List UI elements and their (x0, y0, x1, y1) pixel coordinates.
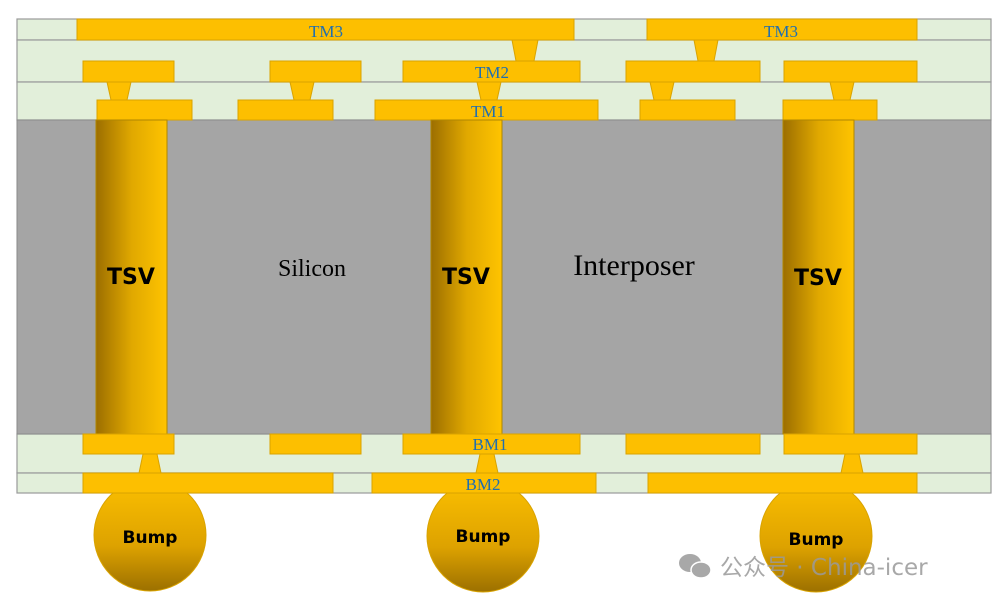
tm2-tm1-via (476, 81, 502, 101)
watermark: 公众号 · China-icer (679, 554, 928, 581)
bm2-pad (647, 472, 918, 494)
tm3-tm2-via (693, 39, 719, 62)
tm1-pad (237, 99, 334, 121)
bm1-pad (783, 433, 918, 455)
tsv-label: TSV (442, 265, 490, 290)
bm2-pad (371, 472, 597, 494)
bm1-pad (82, 433, 175, 455)
tm2-pad (269, 60, 362, 83)
tsv-pillar (782, 119, 855, 435)
bm1-bm2-via (138, 453, 162, 474)
wechat-icon (679, 554, 712, 579)
metal-layers (76, 18, 918, 593)
tm2-tm1-via (106, 81, 132, 101)
bm1-label: BM1 (473, 435, 508, 454)
bm2-pad (82, 472, 334, 494)
tm2-pad (82, 60, 175, 83)
tm2-pad (625, 60, 761, 83)
tm3-label: TM3 (764, 22, 798, 41)
tsv-label: TSV (794, 266, 842, 291)
watermark-text: 公众号 · China-icer (720, 555, 928, 581)
tm1-pad (639, 99, 736, 121)
tsv-pillar (95, 119, 168, 435)
bm1-pad (625, 433, 761, 455)
bm2-label: BM2 (466, 475, 501, 494)
tsv-label: TSV (107, 265, 155, 290)
silicon-label: Silicon (278, 256, 346, 282)
labels: TM3 TM3 TM2 TM1 BM1 BM2 TSV TSV TSV Sili… (107, 22, 843, 550)
tm2-pad (783, 60, 918, 83)
bump-label: Bump (123, 528, 178, 548)
tm3-tm2-via (511, 39, 539, 62)
bm1-pad (269, 433, 362, 455)
bump-label: Bump (789, 530, 844, 550)
bm1-bm2-via (475, 453, 499, 474)
tm3-trace (76, 18, 575, 41)
tm2-tm1-via (649, 81, 675, 101)
tm2-label: TM2 (475, 63, 509, 82)
tm2-tm1-via (829, 81, 855, 101)
tm1-pad (782, 99, 878, 121)
bump-label: Bump (456, 527, 511, 547)
tsv-pillar (430, 119, 503, 435)
tm1-label: TM1 (471, 102, 505, 121)
interposer-label: Interposer (573, 249, 695, 282)
tm1-pad (96, 99, 193, 121)
tm3-trace (646, 18, 918, 41)
tm2-tm1-via (289, 81, 315, 101)
bm1-bm2-via (840, 453, 864, 474)
tm3-label: TM3 (309, 22, 343, 41)
